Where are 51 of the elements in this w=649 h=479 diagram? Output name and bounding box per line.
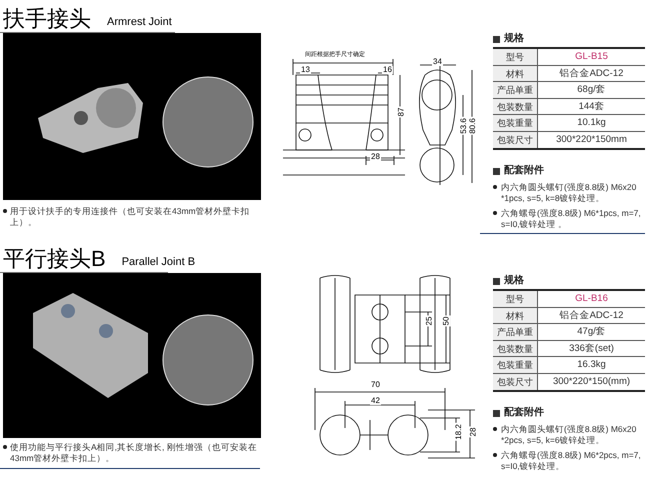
table-cell: 包装尺寸 <box>493 132 538 148</box>
product-subtitle: Armrest Joint <box>107 17 172 30</box>
section-heading: 规格 <box>504 34 524 44</box>
dimension-label: 18.2 <box>454 423 463 441</box>
accessory-note: 六角螺母(强度8.8级) M6*1pcs, m=7, s=I0,镀锌处理 。 <box>501 208 642 230</box>
table-cell-text: 10.1kg <box>576 116 607 130</box>
dimension-label: 28 <box>469 426 478 438</box>
dimension-label: 34 <box>432 58 443 66</box>
table-cell-text: GL-B15 <box>574 50 609 64</box>
accessory-note: 内六角圆头螺钉(强度8.8级) M6x20 *2pcs, s=5, k=6镀锌处理。 <box>501 424 638 446</box>
table-cell: 型号 <box>493 49 538 64</box>
dimension-label: 50 <box>442 316 450 326</box>
table-cell-text: 144套 <box>578 100 606 114</box>
table-cell-text: 47g/套 <box>576 325 607 339</box>
table-cell-text: 68g/套 <box>576 83 607 97</box>
table-cell: 包装重量 <box>493 357 538 372</box>
table-cell-text: 300*220*150(mm) <box>552 374 632 388</box>
dimension-label: 13 <box>300 66 311 74</box>
accessory-note: 内六角圆头螺钉(强度8.8级) M6x20 *1pcs, s=5, k=8镀锌处理。 <box>501 182 638 204</box>
table-cell: 包装数量 <box>493 340 538 356</box>
table-cell-text: 300*220*150mm <box>555 132 628 146</box>
section-heading: 规格 <box>504 276 524 286</box>
section-heading: 配套附件 <box>504 408 544 418</box>
table-cell-text: GL-B16 <box>574 292 609 306</box>
table-cell: 材料 <box>493 308 538 323</box>
dimension-label: 70 <box>370 381 381 389</box>
product-subtitle: Parallel Joint B <box>122 257 196 270</box>
table-cell-text: 铝合金ADC-12 <box>558 308 624 322</box>
table-cell: 包装尺寸 <box>493 374 538 390</box>
dimension-label: 16 <box>382 66 393 74</box>
dimension-label: 28 <box>370 153 381 161</box>
table-cell-text: 铝合金ADC-12 <box>558 66 624 80</box>
dimension-label: 25 <box>425 316 434 326</box>
section-heading: 配套附件 <box>504 166 544 176</box>
description-note: 用于设计扶手的专用连接件（也可安装在43mm管材外壁卡扣上）。 <box>10 206 251 228</box>
table-cell: 型号 <box>493 291 538 306</box>
dimension-label: 53.6 <box>460 117 468 135</box>
dimension-label: 42 <box>370 397 381 405</box>
product-title: 扶手接头 <box>3 8 91 30</box>
dimension-label: 87 <box>397 106 406 118</box>
product-title: 平行接头B <box>3 248 106 270</box>
accessory-note: 六角螺母(强度8.8级) M6*2pcs, m=7, s=I0,镀锌处理。 <box>501 450 642 472</box>
description-note: 使用功能与平行接头A相同,其长度增长, 刚性增强（也可安装在43mm管材外壁卡扣上）。 <box>10 442 258 464</box>
table-cell: 包装数量 <box>493 98 538 114</box>
table-cell-text: 16.3kg <box>576 358 607 372</box>
table-cell-text: 336套(set) <box>568 342 615 356</box>
table-cell: 材料 <box>493 66 538 81</box>
dimension-label: 80.6 <box>468 117 477 135</box>
table-cell: 产品单重 <box>493 324 538 340</box>
table-cell: 包装重量 <box>493 115 538 130</box>
table-cell: 产品单重 <box>493 82 538 98</box>
